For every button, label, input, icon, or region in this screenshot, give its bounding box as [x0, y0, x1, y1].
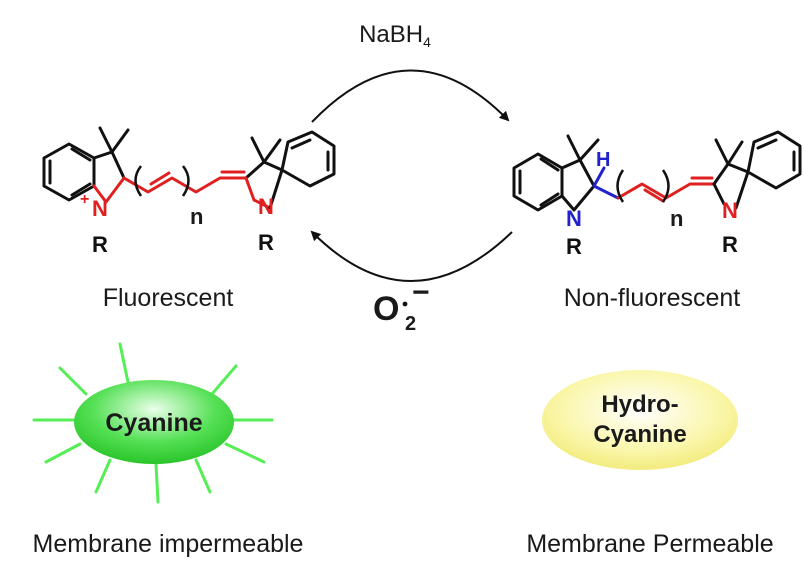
reduction-arrow — [311, 69, 510, 123]
superoxide-radical-dot — [402, 301, 408, 307]
superoxide-label: O — [373, 290, 399, 328]
superoxide-charge: − — [412, 276, 430, 309]
cyanine-plus: + — [80, 191, 89, 208]
superoxide-subscript: 2 — [405, 313, 416, 335]
cyanine-structure — [42, 126, 336, 210]
cyanine-n-left: N — [92, 196, 108, 221]
cyanine-r-left: R — [92, 232, 108, 257]
hydrocyanine-n-subscript: n — [670, 206, 683, 231]
hydrocyanine-caption: Non-fluorescent — [564, 284, 741, 312]
cyanine-caption: Fluorescent — [103, 284, 234, 312]
hydrocyanine-h: H — [596, 149, 610, 171]
hydrocyanine-badge — [542, 370, 738, 470]
cyanine-membrane-caption: Membrane impermeable — [33, 530, 304, 558]
hydrocyanine-membrane-caption: Membrane Permeable — [526, 530, 773, 558]
hydrocyanine-badge-line2: Cyanine — [593, 421, 686, 448]
cyanine-n-subscript: n — [190, 204, 203, 229]
hydrocyanine-badge-line1: Hydro- — [601, 391, 678, 418]
cyanine-badge-label: Cyanine — [105, 409, 202, 437]
cyanine-badge — [74, 380, 234, 464]
cyanine-r-right: R — [258, 230, 274, 255]
hydrocyanine-structure — [512, 130, 802, 212]
hydrocyanine-n-left: N — [566, 206, 582, 231]
hydrocyanine-n-right: N — [722, 198, 738, 223]
hydrocyanine-r-right: R — [722, 232, 738, 257]
cyanine-n-right: N — [258, 194, 274, 219]
oxidation-arrow — [310, 230, 513, 282]
nabh4-label: NaBH4 — [359, 21, 431, 50]
cyanine-glow-rays — [32, 342, 274, 504]
hydrocyanine-r-left: R — [566, 234, 582, 259]
